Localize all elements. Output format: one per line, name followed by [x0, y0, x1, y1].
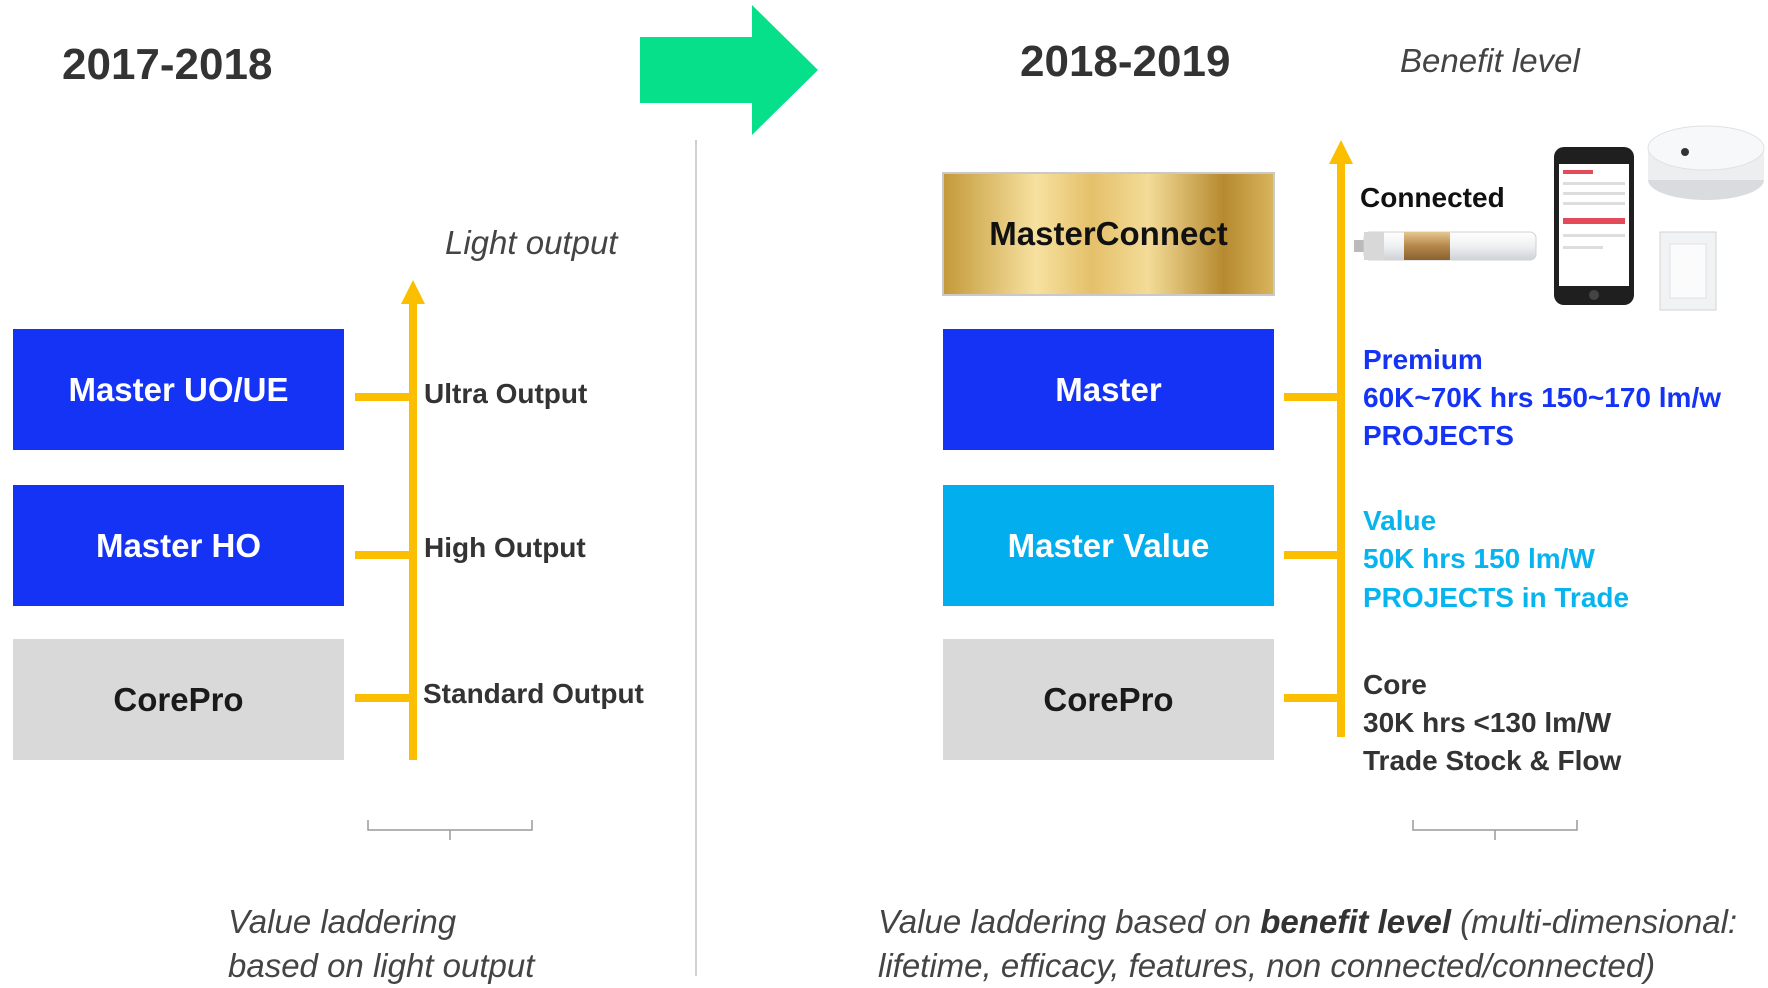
- left-box-master-uo-ue: Master UO/UE: [13, 329, 344, 450]
- right-tick-core: [1284, 694, 1345, 702]
- premium-title: Premium: [1363, 344, 1483, 375]
- level-ultra-output: Ultra Output: [424, 378, 588, 409]
- premium-specs: 60K~70K hrs 150~170 lm/w: [1363, 382, 1722, 413]
- ceiling-sensor-image: [1647, 125, 1765, 200]
- connected-label: Connected: [1360, 182, 1505, 213]
- right-brace: [1412, 820, 1578, 840]
- core-channel: Trade Stock & Flow: [1363, 745, 1622, 776]
- right-box-master-value: Master Value: [943, 485, 1274, 606]
- divider: [695, 140, 697, 976]
- left-box-master-ho: Master HO: [13, 485, 344, 606]
- wall-switch-image: [1659, 231, 1717, 311]
- smartphone-image: [1554, 147, 1634, 305]
- right-box-masterconnect: MasterConnect: [942, 172, 1275, 296]
- right-axis-line: [1337, 162, 1345, 737]
- level-high-output: High Output: [424, 532, 586, 563]
- right-tick-master: [1284, 393, 1345, 401]
- left-tick-standard: [355, 694, 417, 702]
- core-specs: 30K hrs <130 lm/W: [1363, 707, 1612, 738]
- value-title: Value: [1363, 505, 1437, 536]
- right-caption-post: (multi-dimensional:: [1450, 903, 1738, 940]
- right-axis-title: Benefit level: [1400, 42, 1580, 79]
- right-caption-bold: benefit level: [1260, 903, 1451, 940]
- led-tube-image: [1354, 231, 1537, 261]
- left-year: 2017-2018: [62, 40, 273, 89]
- left-caption-line2: based on light output: [228, 947, 535, 984]
- right-caption-pre: Value laddering based on: [878, 903, 1261, 940]
- left-tick-high: [355, 551, 417, 559]
- right-axis-arrowhead: [1329, 140, 1353, 164]
- core-title: Core: [1363, 669, 1427, 700]
- right-year: 2018-2019: [1020, 37, 1231, 86]
- left-axis-arrowhead: [401, 280, 425, 304]
- left-axis-line: [409, 302, 417, 760]
- right-caption-line2: lifetime, efficacy, features, non connec…: [878, 947, 1656, 984]
- right-box-corepro: CorePro: [943, 639, 1274, 760]
- left-caption-line1: Value laddering: [228, 903, 457, 940]
- right-box-master: Master: [943, 329, 1274, 450]
- left-brace: [367, 820, 533, 840]
- value-specs: 50K hrs 150 lm/W: [1363, 543, 1595, 574]
- left-tick-ultra: [355, 393, 417, 401]
- left-axis-title: Light output: [445, 224, 618, 261]
- level-standard-output: Standard Output: [423, 678, 644, 709]
- left-box-corepro: CorePro: [13, 639, 344, 760]
- right-tick-value: [1284, 551, 1345, 559]
- right-arrow-icon: [640, 5, 818, 135]
- right-caption-line1: Value laddering based on benefit level (…: [878, 900, 1737, 944]
- premium-channel: PROJECTS: [1363, 420, 1514, 451]
- value-channel: PROJECTS in Trade: [1363, 582, 1630, 613]
